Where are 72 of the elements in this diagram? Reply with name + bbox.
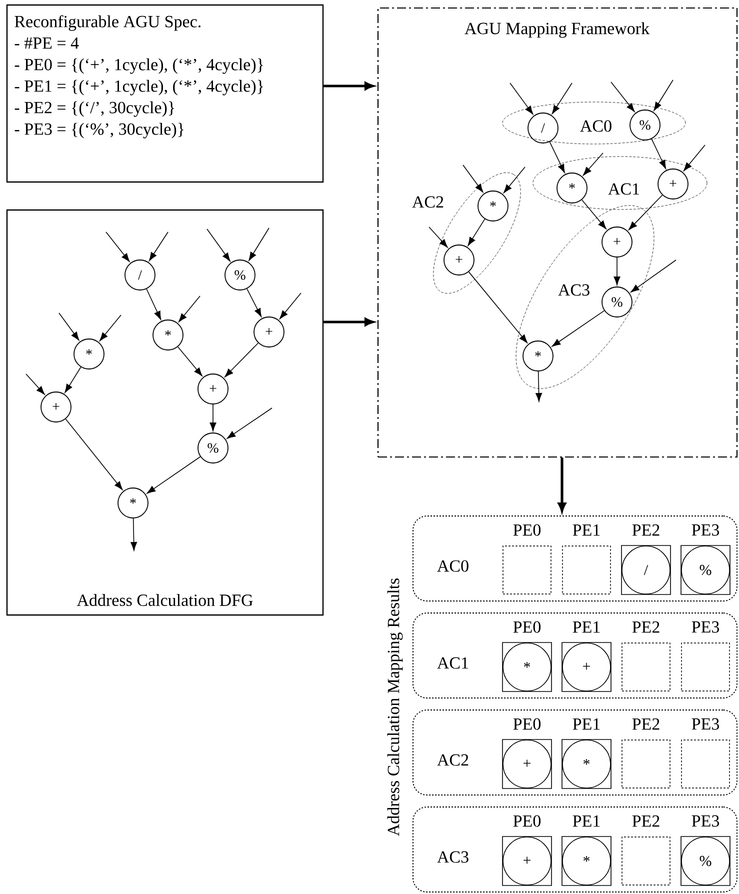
node-label: PE3 <box>692 524 720 536</box>
pe-cell: * PE1 <box>562 815 612 886</box>
dataflow-arrow <box>628 194 663 230</box>
dataflow-arrow <box>630 260 676 292</box>
pe-cell: PE2 <box>622 718 670 788</box>
node-label: PE3 <box>692 815 720 827</box>
dataflow-arrow <box>226 408 272 439</box>
node-label: PE1 <box>572 524 600 536</box>
pe-cell: PE3 <box>681 621 730 692</box>
spec-box: Reconfigurable AGU Spec. - #PE = 4 - PE0 = {(‘+’, 1cycle), (‘*’, 4cycle)} - PE1 = {(‘+’, 1cycle), (‘*’, 4cycle)} - PE2 = {(‘/’, 30cycle)} - PE3 = {(‘%’, 30cycle)} <box>6 4 324 183</box>
dataflow-arrow <box>106 232 130 262</box>
node-label: PE1 <box>572 815 600 827</box>
node-label: PE2 <box>632 524 660 536</box>
node-label: PE0 <box>513 524 541 536</box>
dataflow-arrow <box>654 80 674 111</box>
dataflow-arrow <box>614 257 620 286</box>
pe-cell: * PE1 <box>562 718 612 789</box>
node-label: PE0 <box>513 718 541 730</box>
pe-cell: % PE3 <box>680 524 730 595</box>
dataflow-arrow <box>178 296 200 322</box>
dataflow-arrow <box>468 272 528 344</box>
dataflow-arrow <box>462 164 484 193</box>
pe-cell: * PE0 <box>502 621 552 692</box>
node-label: PE0 <box>513 815 541 827</box>
pe-cell: PE2 <box>622 621 670 692</box>
dataflow-arrow <box>246 288 262 318</box>
dataflow-arrow <box>100 314 122 342</box>
node-label: PE3 <box>692 718 720 730</box>
dataflow-arrow <box>206 228 230 262</box>
dataflow-arrow <box>210 404 216 432</box>
dataflow-arrow <box>58 312 80 341</box>
dataflow-arrow <box>504 166 526 194</box>
node-label: PE1 <box>572 718 600 730</box>
pe-cell: + PE0 <box>502 815 552 886</box>
dataflow-arrow <box>468 218 486 246</box>
pe-cell: + PE0 <box>502 718 552 789</box>
dataflow-arrow <box>552 310 605 347</box>
node-label: PE0 <box>513 621 541 633</box>
node-label: PE1 <box>572 621 600 633</box>
dataflow-arrow <box>146 456 201 494</box>
dataflow-arrow <box>146 288 162 320</box>
pe-cell: PE2 <box>622 815 670 886</box>
dataflow-arrow <box>248 228 270 261</box>
node-label: PE3 <box>692 621 720 633</box>
pe-cell: PE1 <box>562 524 611 594</box>
dataflow-arrow <box>26 374 45 395</box>
dataflow-arrow <box>428 226 448 248</box>
dataflow-arrow <box>536 371 542 402</box>
pe-cell: PE0 <box>502 524 552 594</box>
dataflow-arrow <box>552 82 572 114</box>
dataflow-arrow <box>64 366 82 393</box>
rotated-caption: Address Calculation Mapping Results <box>387 578 403 836</box>
node-label: PE2 <box>632 815 660 827</box>
dataflow-arrow <box>130 518 138 551</box>
dataflow-arrow <box>510 82 534 115</box>
dataflow-arrow <box>149 232 168 261</box>
dataflow-arrow <box>684 144 706 172</box>
dataflow-arrow <box>549 142 565 173</box>
node-label: PE2 <box>632 621 660 633</box>
pe-cell: PE3 <box>681 718 730 788</box>
dataflow-arrow <box>583 152 604 176</box>
dataflow-arrow <box>280 292 302 320</box>
dataflow-arrow <box>651 138 666 169</box>
dataflow-arrow <box>224 342 259 378</box>
pe-cell: / PE2 <box>621 524 671 595</box>
dataflow-arrow <box>177 346 202 376</box>
dataflow-arrow <box>582 199 606 230</box>
node-label: PE2 <box>632 718 660 730</box>
dataflow-arrow <box>610 82 635 112</box>
pe-cell: + PE1 <box>562 621 612 692</box>
dataflow-arrow <box>65 418 123 490</box>
pe-cell: % PE3 <box>680 815 730 886</box>
